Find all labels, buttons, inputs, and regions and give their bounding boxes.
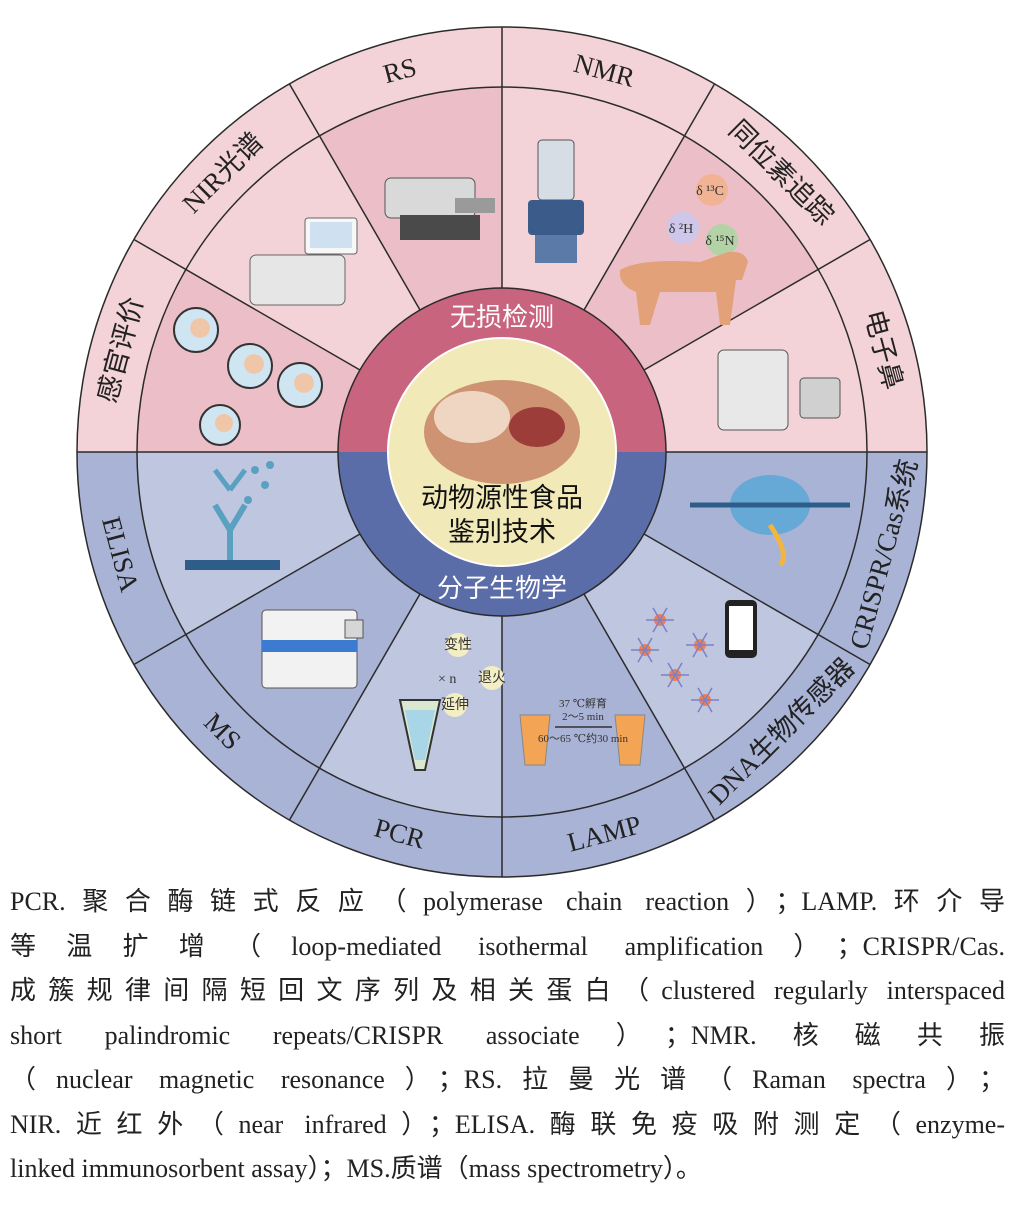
lamp-condition: 60～65 ℃约30 min <box>538 732 628 745</box>
segment-divider <box>133 238 361 371</box>
pcr-step-label: 延伸 <box>441 697 469 713</box>
isotope-label: δ ¹³C <box>696 184 724 199</box>
cow-icon <box>619 251 748 325</box>
sensory-icons <box>173 307 323 446</box>
hub-title-line: 动物源性食品 <box>421 483 583 514</box>
segment-outer-pink <box>133 83 320 270</box>
segment-inner-blue <box>644 452 868 635</box>
crispr-icon <box>690 475 850 567</box>
isotope-label: δ ¹⁵N <box>705 234 734 249</box>
pcr-step-label: 退火 <box>478 670 506 686</box>
caption-line: PCR.聚合酶链式反应（polymerase chain reaction）；L… <box>10 887 1005 916</box>
isotope-label: δ ²H <box>669 222 693 237</box>
segment-outer-blue <box>133 634 320 821</box>
segment-outer-blue <box>684 634 871 821</box>
segment-divider <box>643 533 871 666</box>
nir-instrument-icon <box>249 217 358 306</box>
nmr-instrument-icon <box>528 139 584 263</box>
lamp-condition: 37 ℃孵育 <box>559 696 607 710</box>
hub-title-line: 鉴别技术 <box>448 517 556 548</box>
pcr-step-label: 变性 <box>444 637 472 653</box>
electronic-nose-icon <box>717 349 841 431</box>
caption-line: short palindromic repeats/CRISPR associa… <box>10 1020 1005 1050</box>
segment-outer-blue <box>502 768 715 877</box>
dna-biosensor-icon <box>631 600 757 713</box>
segment-outer-blue <box>818 452 927 665</box>
segment-outer-pink <box>684 83 871 270</box>
elisa-icon <box>185 461 280 570</box>
segment-outer-blue <box>289 768 502 877</box>
segment-outer-pink <box>289 27 502 136</box>
pcr-repeat-label: × n <box>438 672 456 687</box>
figure-caption: PCR.聚合酶链式反应（polymerase chain reaction）；L… <box>10 880 1005 1192</box>
segment-outer-blue <box>77 452 186 665</box>
segment-outer-pink <box>77 239 186 452</box>
caption-line: NIR.近红外（near infrared）；ELISA.酶联免疫吸附测定（en… <box>10 1109 1005 1139</box>
caption-line: 成簇规律间隔短回文序列及相关蛋白（clustered regularly int… <box>10 976 1005 1005</box>
caption-line: （nuclear magnetic resonance）；RS.拉曼光谱（Ram… <box>10 1065 1005 1094</box>
hub-bottom-label: 分子生物学 <box>437 574 567 604</box>
segment-divider <box>288 593 421 821</box>
hub-top-label: 无损检测 <box>450 303 554 333</box>
caption-line: 等温扩增（loop-mediated isothermal amplificat… <box>10 931 1005 961</box>
segment-divider <box>133 533 361 666</box>
segment-divider <box>643 238 871 371</box>
wheel-dividers <box>76 26 928 878</box>
segment-divider <box>583 593 716 821</box>
mass-spectrometer-icon <box>261 609 364 689</box>
caption-line: linked immunosorbent assay）；MS.质谱（mass s… <box>10 1154 702 1183</box>
segment-outer-pink <box>502 27 715 136</box>
segment-inner-blue <box>137 452 360 635</box>
segment-divider <box>583 83 716 311</box>
isotope-tracing-icon: δ ¹³C δ ²H δ ¹⁵N <box>619 174 748 325</box>
lamp-condition: 2～5 min <box>562 711 604 723</box>
raman-instrument-icon <box>384 177 495 240</box>
segment-divider <box>288 83 421 311</box>
segment-outer-pink <box>818 239 927 452</box>
